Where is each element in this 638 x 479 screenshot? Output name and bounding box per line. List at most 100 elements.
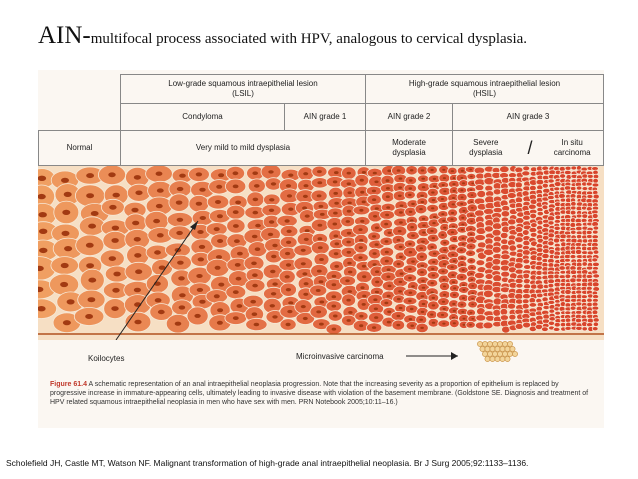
epithelial-cell — [552, 326, 561, 332]
cell-nucleus — [316, 269, 322, 273]
cell-nucleus — [470, 214, 473, 217]
cell-nucleus — [63, 191, 72, 197]
cell-nucleus — [409, 307, 414, 311]
cell-nucleus — [450, 218, 454, 221]
invasive-cell — [499, 356, 506, 362]
cell-nucleus — [399, 211, 403, 214]
cell-nucleus — [345, 279, 350, 283]
epithelial-cell — [592, 261, 600, 268]
epithelial-cell — [474, 184, 485, 192]
cell-nucleus — [461, 243, 465, 246]
cell-nucleus — [453, 287, 457, 290]
ain-grade-2-cell: AIN grade 2 — [365, 103, 453, 131]
cell-nucleus — [442, 177, 446, 180]
cell-nucleus — [452, 260, 456, 262]
cell-nucleus — [270, 182, 277, 186]
cell-nucleus — [272, 243, 278, 248]
cell-nucleus — [361, 303, 366, 306]
epithelial-cell — [591, 257, 599, 263]
cell-nucleus — [462, 209, 466, 212]
cell-nucleus — [442, 307, 446, 310]
epithelial-cell — [569, 229, 577, 235]
cell-nucleus — [345, 220, 350, 223]
cell-nucleus — [372, 326, 377, 329]
epithelial-cell — [522, 166, 531, 172]
cell-nucleus — [196, 274, 203, 278]
cell-nucleus — [470, 239, 474, 242]
cell-nucleus — [460, 276, 464, 279]
epithelial-cell — [592, 229, 599, 235]
cell-nucleus — [90, 211, 99, 216]
cell-nucleus — [232, 290, 239, 294]
cell-nucleus — [64, 246, 73, 252]
cell-nucleus — [432, 260, 436, 264]
cell-nucleus — [111, 225, 120, 231]
lsil-header: Low-grade squamous intraepithelial lesio… — [120, 74, 366, 104]
cell-nucleus — [362, 294, 367, 298]
cell-nucleus — [111, 306, 119, 311]
cell-nucleus — [269, 304, 275, 308]
epithelial-cell — [541, 204, 549, 210]
cell-nucleus — [469, 233, 473, 236]
cell-nucleus — [441, 300, 446, 303]
epithelial-cell — [547, 240, 555, 247]
moderate-dysplasia-cell: Moderate dysplasia — [365, 130, 453, 166]
cell-nucleus — [66, 299, 75, 305]
epithelial-cell — [547, 282, 555, 289]
invasive-cell — [504, 356, 511, 362]
cell-nucleus — [440, 198, 444, 200]
epithelial-cell — [570, 205, 577, 211]
cell-nucleus — [155, 203, 163, 209]
cell-nucleus — [197, 257, 204, 262]
cell-nucleus — [236, 304, 243, 308]
epithelial-cell — [591, 182, 600, 188]
cell-nucleus — [431, 199, 436, 202]
invasive-cell — [494, 346, 501, 352]
cell-nucleus — [360, 219, 365, 223]
epithelial-cell — [521, 170, 531, 177]
cell-nucleus — [421, 240, 425, 243]
epithelial-cell — [575, 213, 583, 219]
cell-nucleus — [315, 289, 321, 292]
epithelial-cell — [491, 228, 502, 237]
epithelial-cell — [491, 264, 502, 272]
epithelial-cell — [521, 293, 531, 300]
cell-nucleus — [216, 320, 223, 325]
cell-nucleus — [408, 299, 412, 303]
cell-nucleus — [86, 173, 94, 179]
cell-nucleus — [62, 320, 71, 326]
cell-nucleus — [397, 194, 402, 197]
invasive-cell — [482, 341, 488, 347]
invasive-cell — [482, 351, 488, 357]
cell-nucleus — [38, 286, 44, 293]
cell-nucleus — [132, 220, 140, 226]
cell-nucleus — [411, 234, 415, 237]
epithelial-cell — [554, 214, 562, 220]
epithelial-cell — [575, 225, 583, 232]
epithelial-cell — [522, 272, 531, 280]
cell-nucleus — [372, 235, 377, 238]
ain-progression-figure: Low-grade squamous intraepithelial lesio… — [38, 70, 604, 428]
cell-nucleus — [451, 246, 455, 249]
invasive-cell — [484, 346, 491, 352]
epithelial-cell — [491, 258, 502, 266]
cell-nucleus — [396, 323, 401, 327]
figure-labels: Koilocytes Microinvasive carcinoma — [38, 340, 604, 370]
cell-nucleus — [386, 320, 391, 324]
epithelial-cell — [499, 166, 510, 174]
invasive-cell — [504, 346, 511, 352]
epithelial-cell — [500, 270, 511, 278]
epithelial-cell — [553, 321, 561, 328]
cell-nucleus — [421, 286, 426, 289]
epithelial-cell — [558, 166, 566, 172]
cell-nucleus — [284, 219, 290, 223]
epithelial-cell — [473, 271, 485, 280]
cell-nucleus — [431, 237, 435, 240]
epithelial-cell — [482, 289, 494, 299]
koilocytes-pointer — [115, 220, 199, 340]
cell-nucleus — [348, 311, 353, 314]
cell-nucleus — [471, 182, 475, 185]
slash-separator: / — [527, 138, 533, 158]
cell-nucleus — [218, 282, 225, 287]
cell-nucleus — [232, 171, 239, 176]
